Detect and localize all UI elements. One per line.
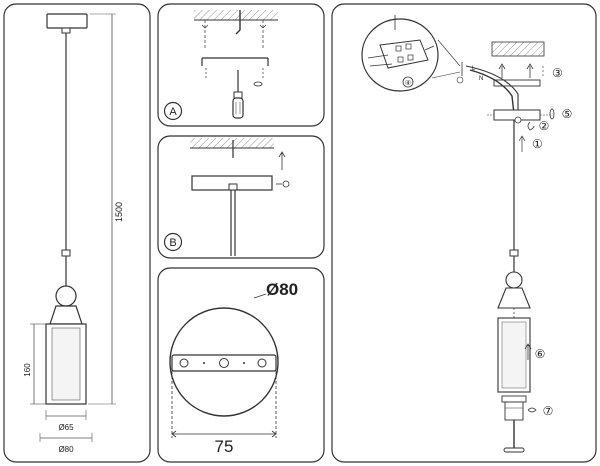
panel-dimensions-frame — [3, 3, 151, 463]
callout-4: ④ — [405, 79, 411, 87]
canopy-clamp — [61, 27, 71, 34]
lamp-holder — [504, 401, 524, 421]
panel-step-b: B — [157, 135, 325, 259]
assembly-cone — [497, 287, 531, 309]
ceiling-assembly — [492, 42, 544, 56]
panel-step-a-frame — [157, 3, 325, 127]
callout-3: ③ — [552, 66, 563, 80]
canopy-diameter-label: Ø80 — [266, 280, 298, 299]
badge-a-label: A — [169, 106, 177, 118]
callout-2: ② — [539, 119, 550, 133]
panel-step-a: A — [157, 3, 325, 127]
dim-tube-diameter: Ø65 — [58, 423, 74, 432]
panel-assembly-frame — [331, 3, 597, 463]
panel-step-b-frame — [157, 135, 325, 259]
callout-7: ⑦ — [543, 404, 554, 418]
svg-text:L: L — [472, 66, 476, 72]
badge-b-circle — [163, 232, 183, 252]
assembly-ball — [505, 271, 523, 289]
callout-6: ⑥ — [535, 347, 546, 361]
dim-canopy-diameter: Ø80 — [58, 445, 74, 454]
callout-5: ⑤ — [562, 107, 573, 121]
cable-grip — [61, 249, 71, 257]
screwdriver-icon — [232, 70, 244, 119]
callout-1: ① — [532, 137, 543, 151]
svg-text:N: N — [479, 76, 483, 82]
terminal-block-zoom — [361, 15, 461, 92]
dim-total-label: 1500 — [114, 202, 124, 222]
badge-a-circle — [163, 101, 183, 121]
canopy — [46, 13, 88, 29]
panel-canopy-detail: Ø80 75 — [157, 267, 325, 463]
mounting-bracket — [493, 79, 541, 87]
panel-assembly: ④ ③ L N ⑤ ② ① — [331, 3, 597, 463]
decor-ball — [55, 285, 77, 307]
hole-spacing-label: 75 — [215, 437, 234, 456]
panel-dimensions: 1500 160 Ø65 Ø80 — [3, 3, 151, 463]
shade-cone — [49, 305, 83, 325]
dim-shade-label: 160 — [23, 363, 32, 377]
ceiling-a — [194, 10, 278, 20]
ceiling-b — [190, 138, 274, 148]
badge-b-label: B — [169, 237, 176, 249]
panel-canopy-frame — [157, 267, 325, 463]
